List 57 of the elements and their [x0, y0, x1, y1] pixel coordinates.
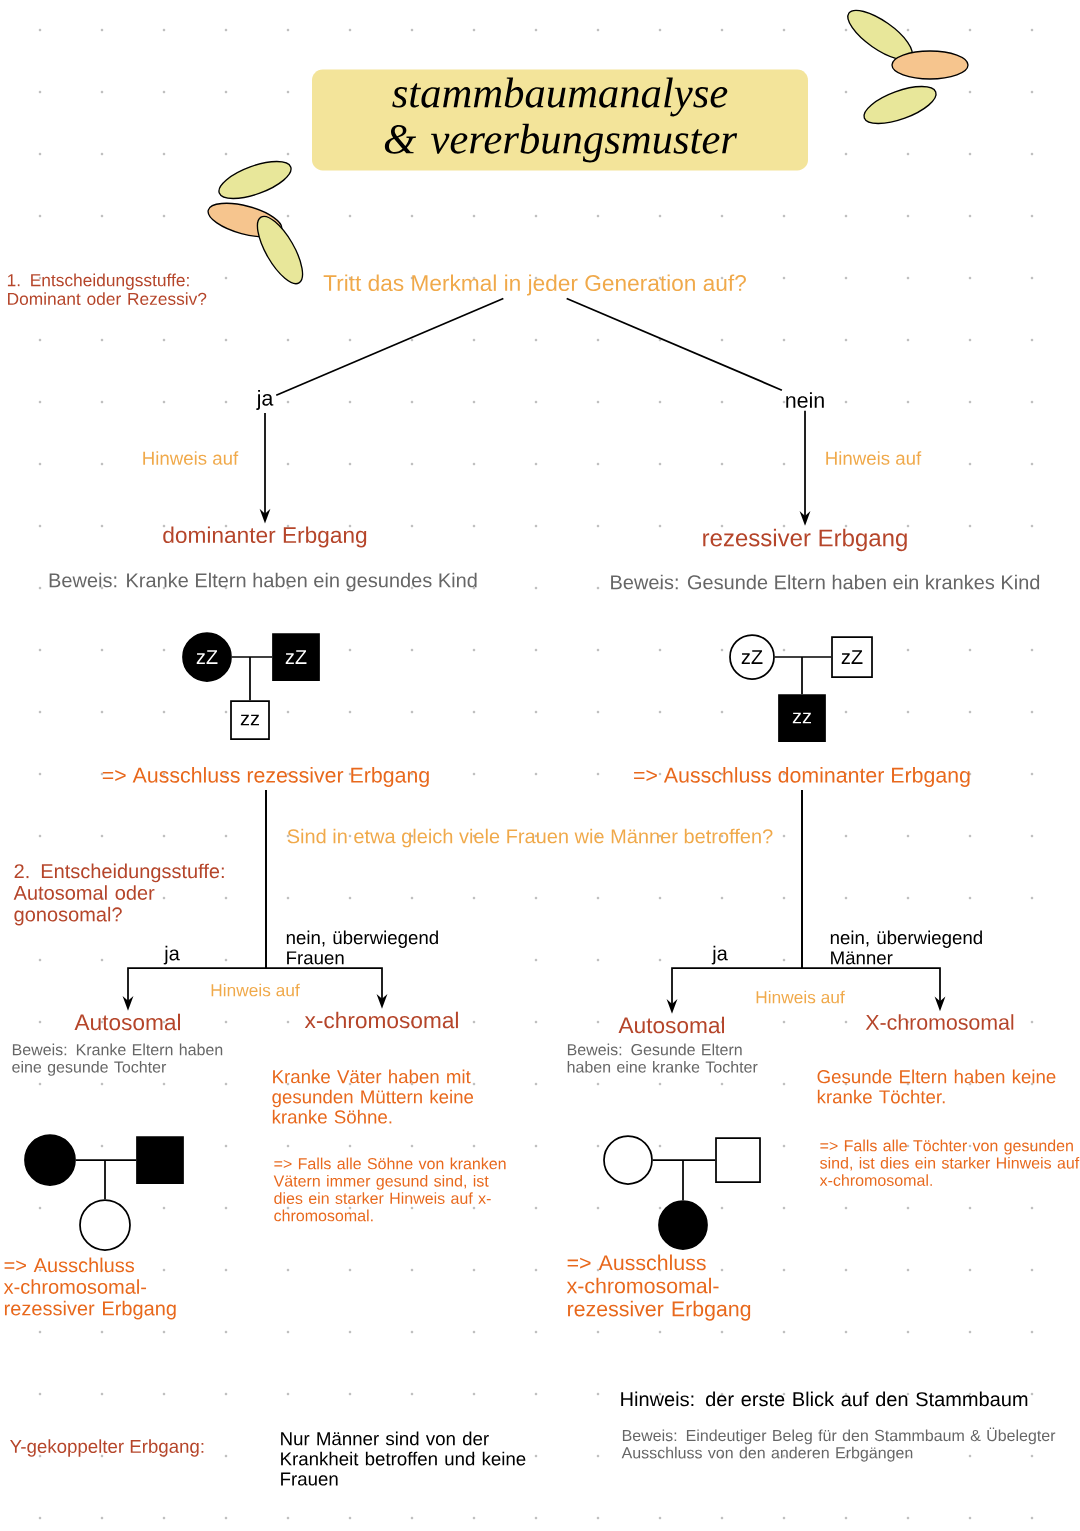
proof-text: Beweis: Gesunde Eltern haben ein krankes Kind — [611, 574, 1040, 590]
connector-line — [565, 297, 783, 392]
pedigree-square: zZ — [831, 636, 873, 678]
result-heading: Autosomal — [74, 1013, 180, 1031]
edge-label: ja — [710, 944, 730, 966]
note-text: => Falls alle Töchter von gesunden sind, ist dies ein starker Hinweis auf x-chromosomal. — [819, 1139, 1080, 1186]
note-text: Gesunde Eltern haben keine kranke Töchter. — [817, 1069, 1056, 1104]
hint-text: Hinweis auf — [756, 990, 845, 1004]
pedigree-line — [231, 656, 273, 658]
pedigree-square: zz — [230, 700, 270, 740]
pedigree-square — [715, 1137, 761, 1183]
proof-text: Beweis: Gesunde Eltern haben eine kranke Tochter — [567, 1043, 758, 1073]
pedigree-circle — [603, 1135, 653, 1185]
edge-label: nein, überwiegend Männer — [828, 929, 1046, 966]
pedigree-line — [801, 656, 803, 695]
conclusion-text: => Ausschluss rezessiver Erbgang — [102, 767, 429, 787]
pedigree-line — [682, 1159, 684, 1201]
answer-text: ja — [256, 390, 274, 410]
pedigree-line — [652, 1159, 716, 1161]
pedigree-line — [774, 656, 832, 658]
pedigree-circle — [658, 1200, 708, 1250]
edge-label: Hinweis auf — [140, 449, 240, 467]
answer-text: nein — [786, 392, 824, 408]
edge-label: ja — [162, 944, 182, 966]
result-heading: x-chromosomal — [304, 1011, 458, 1029]
pedigree-line — [249, 656, 251, 701]
pedigree-square: zz — [778, 694, 826, 742]
conclusion-text: => Ausschluss x-chromosomal-rezessiver Erbgang — [3, 1257, 176, 1320]
conclusion-text: => Ausschluss dominanter Erbgang — [634, 767, 970, 787]
pedigree-circle — [79, 1199, 131, 1251]
pedigree-square — [136, 1136, 184, 1184]
proof-text: Beweis: Kranke Eltern haben ein gesundes Kind — [49, 572, 477, 592]
pedigree-line — [75, 1159, 137, 1161]
hint-text: Hinweis auf — [211, 983, 300, 997]
step-text: 2. Entscheidungsstuffe: Autosomal oder gonosomal? — [13, 863, 224, 926]
connector-line — [275, 297, 505, 397]
step-text: 1. Entscheidungsstuffe: Dominant oder Rezessiv? — [7, 273, 207, 305]
question-text: Tritt das Merkmal in jeder Generation auf? — [323, 274, 746, 296]
edge-label: Hinweis auf — [823, 449, 923, 467]
note-text: Nur Männer sind von der Krankheit betroffen und keine Frauen — [281, 1431, 526, 1486]
pedigree-line — [104, 1159, 106, 1200]
heading-text: Y-gekoppelter Erbgang: — [10, 1439, 204, 1457]
pedigree-circle — [24, 1134, 76, 1186]
title-banner: stammbaumanalyse & vererbungsmuster — [312, 69, 808, 171]
proof-text: Beweis: Eindeutiger Beleg für den Stammbaum & Übelegter Ausschluss von den anderen Erbgängen — [621, 1427, 1056, 1462]
note-text: Hinweis: der erste Blick auf den Stammbaum — [621, 1391, 1028, 1407]
result-heading: X-chromosomal — [865, 1014, 1014, 1030]
conclusion-text: => Ausschluss x-chromosomal-rezessiver Erbgang — [566, 1254, 751, 1321]
proof-text: Beweis: Kranke Eltern haben eine gesunde Tochter — [12, 1043, 223, 1076]
edge-label: nein, überwiegend Frauen — [284, 929, 477, 966]
result-heading: Autosomal — [618, 1016, 724, 1034]
question-text: Sind in etwa gleich viele Frauen wie Männer betroffen? — [287, 828, 773, 848]
note-text: => Falls alle Söhne von kranken Vätern immer gesund sind, ist dies ein starker Hinweis auf x-chromosomal. — [273, 1157, 506, 1222]
note-text: Kranke Väter haben mit gesunden Müttern keine kranke Söhne. — [272, 1069, 474, 1124]
result-heading: dominanter Erbgang — [163, 526, 367, 548]
result-heading: rezessiver Erbgang — [703, 528, 907, 552]
pedigree-square: zZ — [272, 633, 320, 681]
